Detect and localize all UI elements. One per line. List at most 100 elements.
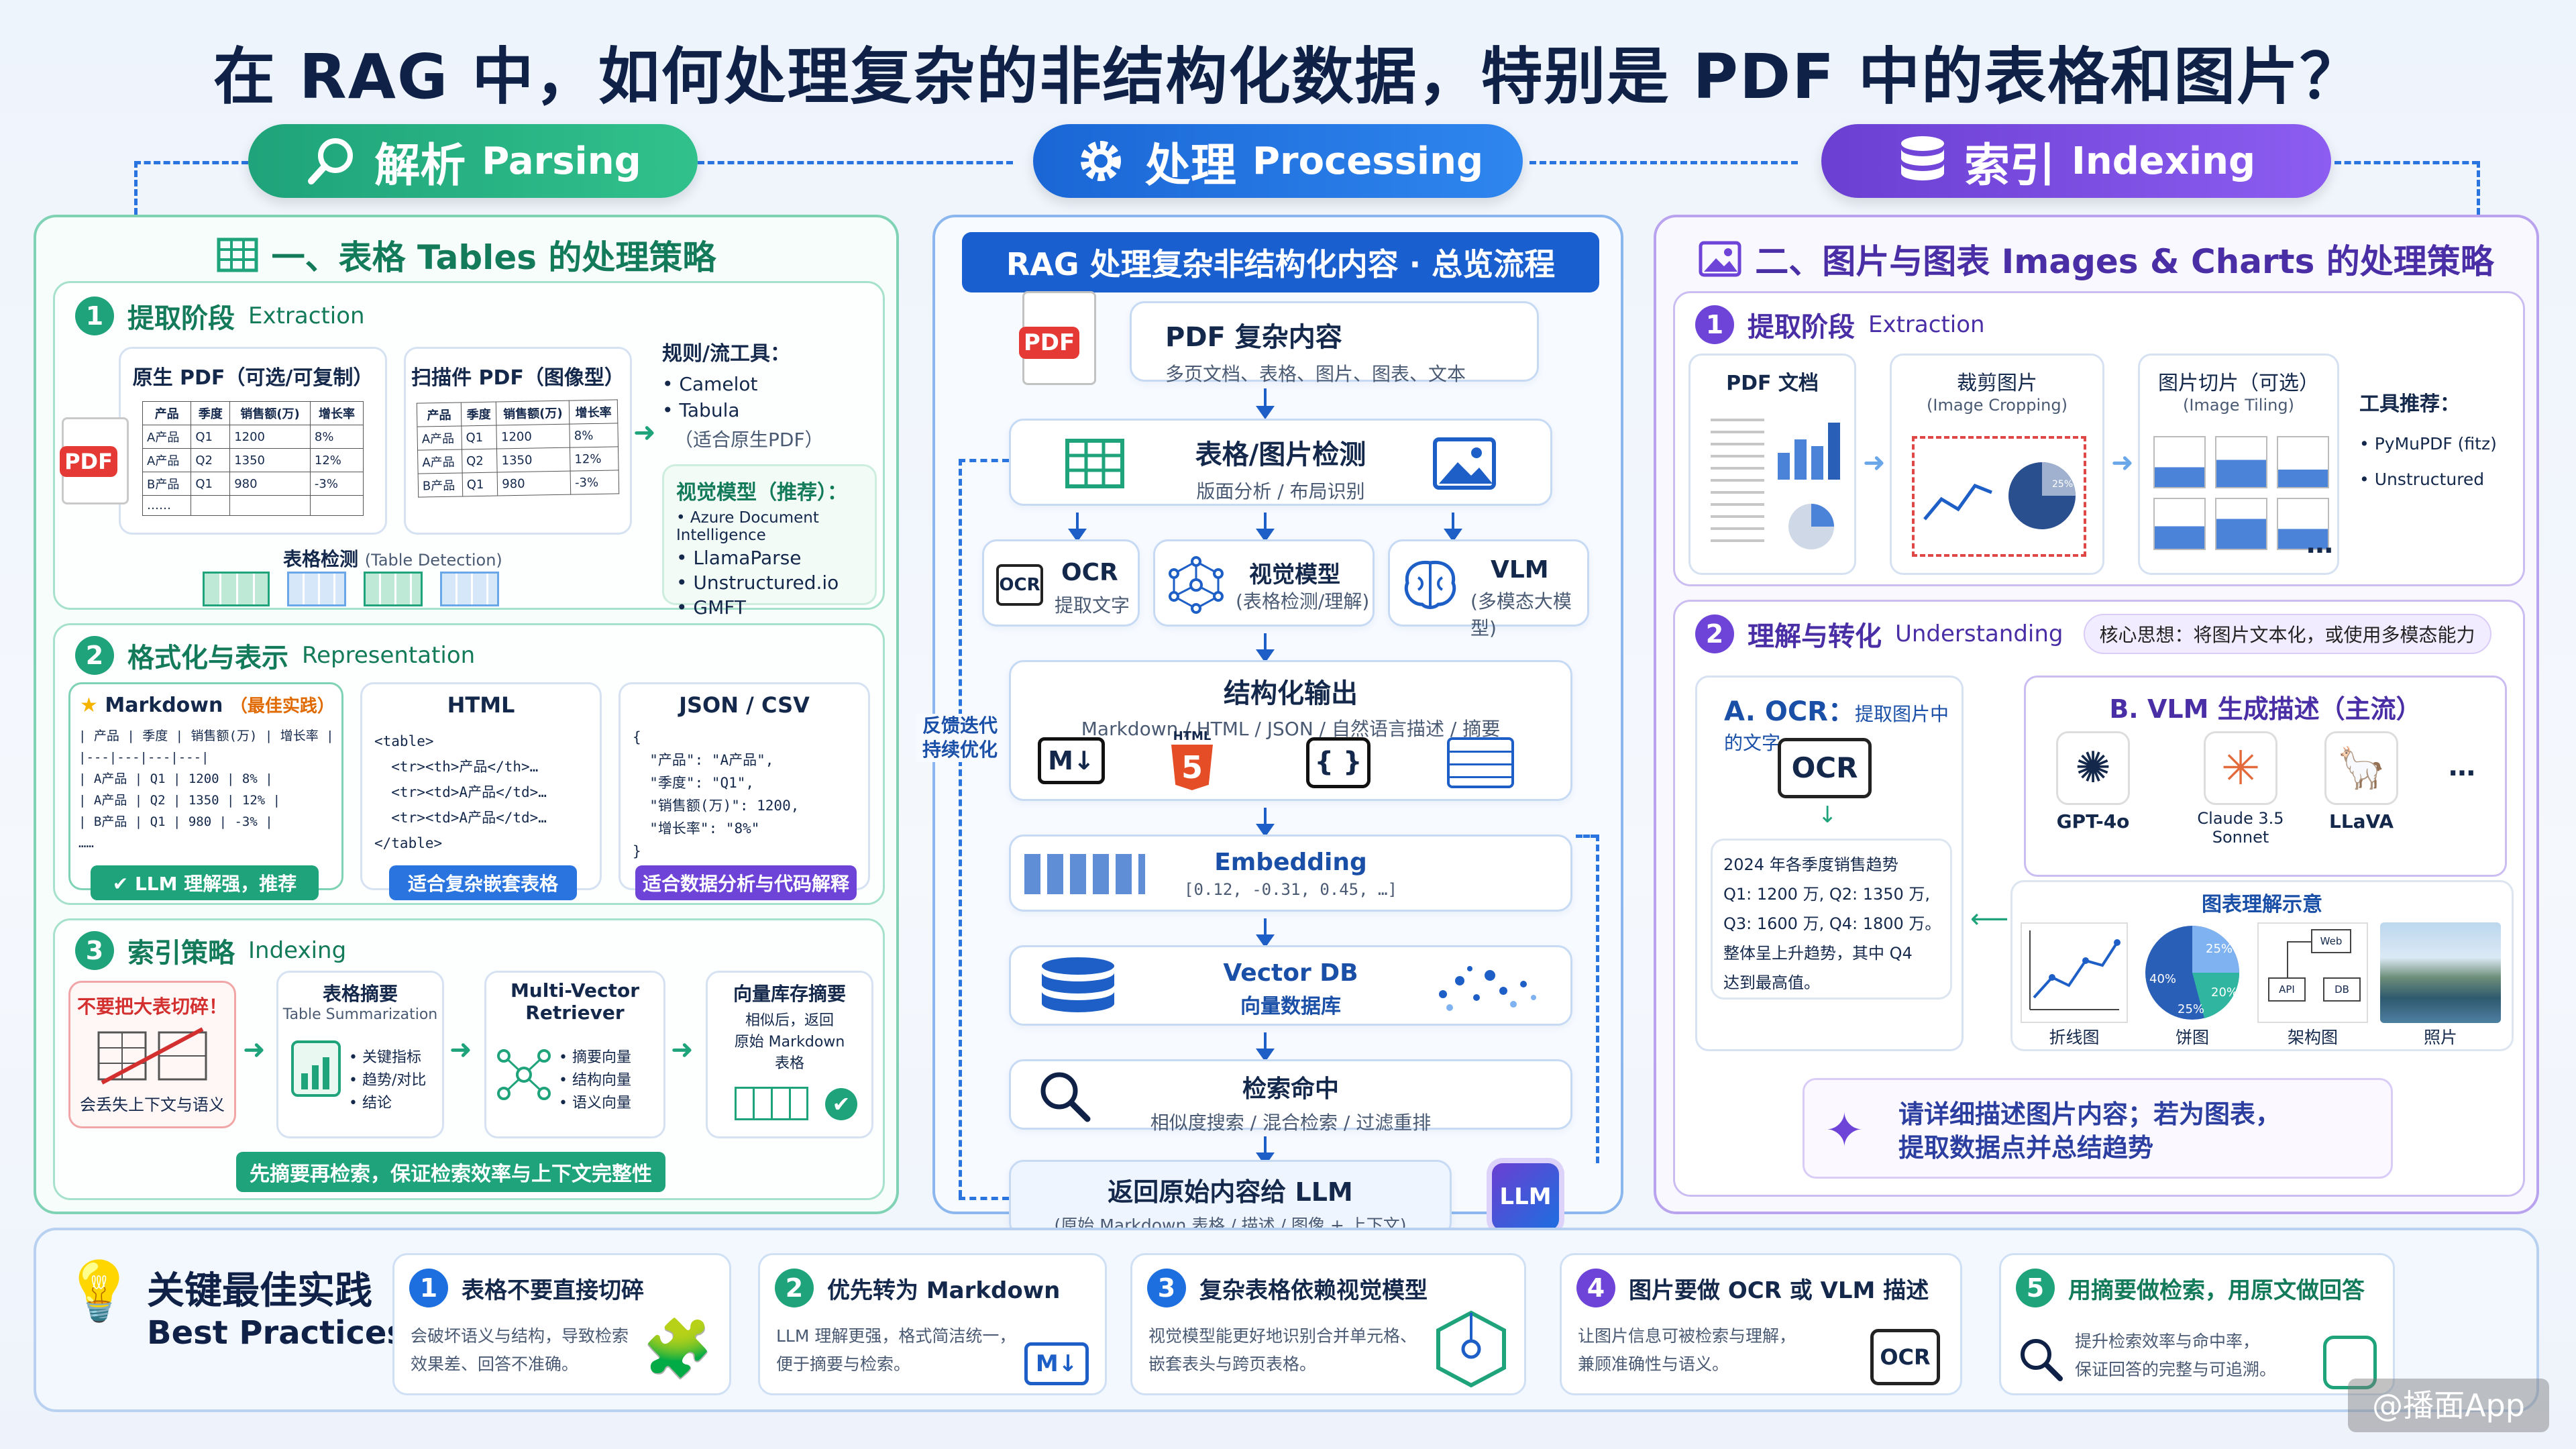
crop-en: (Image Cropping)	[1927, 396, 2068, 415]
td: Q1	[461, 425, 497, 449]
section-title-en: Indexing	[248, 937, 347, 964]
arrow-down-icon: ↓	[1818, 802, 1837, 828]
td: A产品	[417, 425, 462, 451]
tiling-label: 图片切片（可选）	[2158, 372, 2319, 395]
sparkle-icon: ✦	[1825, 1103, 1864, 1158]
multivector-title: Multi-Vector	[510, 979, 640, 1002]
td: 1350	[496, 447, 571, 473]
more-ellipsis: …	[2306, 529, 2333, 559]
practice-title: 图片要做 OCR 或 VLM 描述	[1629, 1277, 1929, 1304]
vision-model-box: 视觉模型 (表格检测/理解)	[1153, 539, 1375, 627]
example-label: 饼图	[2175, 1028, 2209, 1047]
brain-icon	[1404, 560, 1456, 609]
detect-text-en: (Table Detection)	[364, 551, 502, 570]
processing-label-cn: 处理	[1144, 139, 1236, 193]
th: 季度	[191, 401, 231, 425]
step-number: 1	[1695, 305, 1734, 344]
section-title: 格式化与表示	[127, 643, 288, 674]
structured-title: 结构化输出	[1224, 678, 1358, 709]
pipeline-header: RAG 处理复杂非结构化内容 · 总览流程	[962, 232, 1599, 292]
line-chart-icon	[2029, 930, 2121, 1010]
pdf-badge: PDF	[1019, 327, 1079, 359]
vlm-approach-title: B. VLM 生成描述（主流）	[2109, 694, 2422, 724]
puzzle-icon: 🧩	[643, 1316, 713, 1381]
practice-desc: 视觉模型能更好地识别合并单元格、	[1148, 1326, 1417, 1346]
summary-en: Table Summarization	[282, 1006, 438, 1023]
ocr-title: OCR	[1061, 559, 1118, 586]
td: Q1	[191, 425, 231, 449]
check-icon: ✔	[825, 1088, 857, 1120]
database-icon	[1900, 136, 1944, 180]
summary-card: 表格摘要 Table Summarization • 关键指标 • 趋势/对比 …	[276, 971, 444, 1138]
tile-thumbnail	[2215, 436, 2267, 488]
tiling-card: 图片切片（可选） (Image Tiling) …	[2138, 354, 2339, 575]
pipeline-panel: RAG 处理复杂非结构化内容 · 总览流程 PDF PDF 复杂内容 多页文档、…	[916, 215, 1623, 1237]
tool-pymupdf: PyMuPDF (fitz)	[2374, 434, 2497, 453]
broken-table-icon	[97, 1027, 207, 1085]
practice-title: 复杂表格依赖视觉模型	[1199, 1277, 1428, 1304]
flow-arrow	[1256, 1136, 1275, 1166]
crop-label: 裁剪图片	[1957, 372, 2037, 395]
detected-table-icon	[203, 572, 270, 606]
ocr-line: 2024 年各季度销售趋势	[1723, 855, 1898, 874]
markdown-best: （最佳实践）	[229, 696, 335, 716]
code-line: }	[633, 843, 641, 859]
td: A产品	[142, 425, 192, 449]
pie-label: 25%	[2178, 1002, 2204, 1016]
pie-label: 25%	[2206, 942, 2233, 956]
embedding-box: Embedding [0.12, -0.31, 0.45, …]	[1009, 835, 1572, 912]
json-card: JSON / CSV { "产品": "A产品", "季度": "Q1", "销…	[619, 682, 870, 900]
ocr-icon: OCR	[996, 564, 1043, 606]
code-line: "销售额(万)": 1200,	[633, 798, 800, 814]
arrow-right-icon: ➜	[633, 417, 656, 448]
feedback-loop-top	[959, 459, 1009, 462]
arrow-right-icon: ➜	[449, 1034, 472, 1065]
search-icon	[308, 138, 354, 184]
embedding-title: Embedding	[1214, 849, 1367, 876]
pdf-file-icon: PDF	[1019, 291, 1096, 385]
image-tools: 工具推荐： • PyMuPDF (fitz) • Unstructured	[2359, 367, 2514, 541]
vector-store-line: 相似后，返回	[745, 1012, 834, 1029]
td: B产品	[142, 472, 192, 496]
processing-label-en: Processing	[1252, 139, 1484, 183]
network-icon	[497, 1049, 551, 1100]
bar-chart-icon	[1778, 423, 1840, 480]
pie-percent: 25%	[2052, 479, 2073, 490]
section-title: 索引策略	[127, 938, 235, 969]
markdown-code: | 产品 | 季度 | 销售额(万) | 增长率 ||---|---|---|-…	[78, 725, 341, 854]
summary-items: • 关键指标 • 趋势/对比 • 结论	[349, 1049, 427, 1112]
arrow-right-icon: ➜	[243, 1034, 266, 1065]
pdf-content-title: PDF 复杂内容	[1165, 322, 1342, 353]
practice-title: 用摘要做检索，用原文做回答	[2068, 1277, 2365, 1304]
markdown-icon: M↓	[1024, 1342, 1089, 1385]
model-name: LLaVA	[2328, 810, 2394, 833]
database-icon	[1042, 957, 1114, 1012]
pie-chart-example: 25%40%20%25%	[2139, 922, 2246, 1023]
detected-tables	[203, 572, 499, 606]
th: 增长率	[309, 401, 364, 425]
code-line: <tr><td>A产品</td>…	[374, 784, 547, 800]
pdf-badge: PDF	[60, 446, 117, 477]
table-extraction-section: 1 提取阶段 Extraction 原生 PDF（可选/可复制） 产品季度销售额…	[53, 281, 885, 619]
th: 季度	[461, 402, 497, 426]
structured-sub: Markdown / HTML / JSON / 自然语言描述 / 摘要	[1081, 718, 1501, 740]
ocr-result: 2024 年各季度销售趋势 Q1: 1200 万, Q2: 1350 万, Q3…	[1711, 839, 1952, 1000]
tile-thumbnail	[2277, 498, 2329, 550]
th: 销售额(万)	[229, 401, 311, 425]
td: B产品	[418, 472, 463, 498]
arrow-right-icon: ➜	[1863, 447, 1886, 478]
detected-table-icon	[440, 572, 499, 606]
feedback-loop-bottom	[959, 1197, 1009, 1200]
td: Q2	[191, 448, 231, 472]
detection-title: 表格/图片检测	[1195, 439, 1366, 470]
vector-store-line: 原始 Markdown	[734, 1034, 845, 1051]
code-line: {	[633, 729, 641, 745]
text-lines-icon	[1711, 409, 1764, 550]
json-tag: 适合数据分析与代码解释	[635, 865, 857, 900]
no-chunk-card: 不要把大表切碎！ 会丢失上下文与语义	[68, 981, 236, 1128]
flow-arrow	[1256, 808, 1275, 837]
